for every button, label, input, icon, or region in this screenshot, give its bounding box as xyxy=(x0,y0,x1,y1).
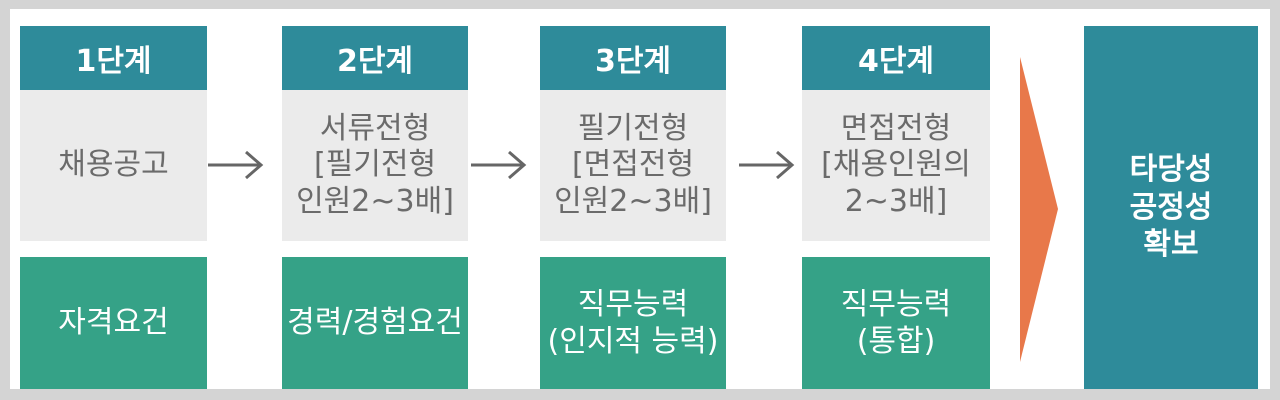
stage-4-requirement: 직무능력 (통합) xyxy=(802,257,990,389)
stage-1-requirement: 자격요건 xyxy=(20,257,207,389)
process-diagram: 1단계 채용공고 자격요건 2단계 서류전형 [필기전형 인원2~3배] 경력/… xyxy=(10,9,1270,389)
result-box: 타당성 공정성 확보 xyxy=(1084,26,1258,389)
arrow-right-icon xyxy=(208,150,264,180)
stage-3-description: 필기전형 [면접전형 인원2~3배] xyxy=(540,90,726,241)
stage-2-header: 2단계 xyxy=(282,26,468,90)
arrow-right-icon xyxy=(739,150,795,180)
stage-2-description: 서류전형 [필기전형 인원2~3배] xyxy=(282,90,468,241)
stage-1-description: 채용공고 xyxy=(20,90,207,241)
chevron-arrow-icon xyxy=(1020,57,1058,362)
stage-4-description: 면접전형 [채용인원의 2~3배] xyxy=(802,90,990,241)
stage-1-header: 1단계 xyxy=(20,26,207,90)
arrow-right-icon xyxy=(471,150,527,180)
stage-3-requirement: 직무능력 (인지적 능력) xyxy=(540,257,726,389)
stage-2-requirement: 경력/경험요건 xyxy=(282,257,468,389)
stage-4-header: 4단계 xyxy=(802,26,990,90)
stage-3-header: 3단계 xyxy=(540,26,726,90)
